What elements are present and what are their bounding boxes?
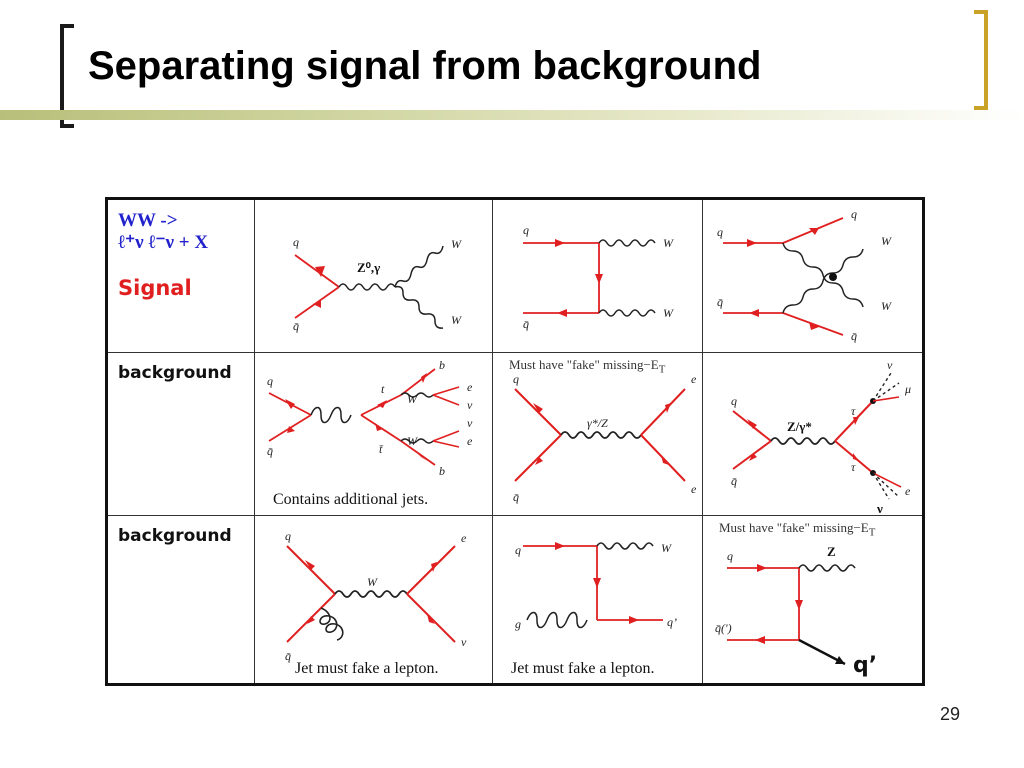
r2d3-tau1-label: τ	[851, 404, 856, 418]
r3d1-qbar-label: q̄	[285, 649, 291, 663]
diagram-z-to-tautau: q q̄ Z/γ* τ τ ν μ e ν	[731, 358, 911, 516]
r2d1-w2-label: W	[407, 434, 418, 448]
diagram-double-scattering-ww: q q q̄ q̄ W W	[717, 207, 892, 343]
r2d1-nu2-label: ν	[467, 416, 473, 430]
row3-diagram1-cell: q q̄ W e ν Jet must fake a lepton.	[255, 516, 493, 683]
diagram-qq-to-zq: q q̄(') Z q’	[715, 544, 877, 678]
row1-diagram3-cell: q q q̄ q̄ W W	[703, 200, 922, 353]
diagram-drell-yan-ee: q q̄ γ*/Z e e	[513, 372, 697, 504]
r2d2-q-label: q	[513, 372, 519, 386]
r2d3-nu-bottom-label: ν	[876, 501, 883, 516]
row3-diagram2-cell: q g W q’ Jet must fake a lepton.	[493, 516, 703, 683]
r3d3-qbar-label: q̄(')	[715, 621, 732, 635]
left-bracket-decoration	[60, 24, 74, 128]
d3-qbar-bottom-label: q̄	[851, 329, 857, 343]
d2-w2-label: W	[663, 306, 674, 320]
r2d3-q-label: q	[731, 394, 737, 408]
r3d1-e-label: e	[461, 531, 467, 545]
r2d3-nu-top-label: ν	[887, 358, 893, 372]
row2-label-cell: background	[108, 353, 255, 516]
r2d1-nu1-label: ν	[467, 398, 473, 412]
row3-background-label: background	[118, 526, 232, 546]
r3d2-qprime-label: q’	[667, 615, 677, 629]
row1-label-cell: WW -> ℓ⁺ν ℓ⁻ν + X Signal	[108, 200, 255, 353]
r3d2-q-label: q	[515, 543, 521, 557]
signal-label: Signal	[118, 276, 192, 300]
r3d1-nu-label: ν	[461, 635, 467, 649]
d2-q-label: q	[523, 223, 529, 237]
d3-q-label: q	[717, 225, 723, 239]
diagram-t-channel-ww: q q̄ W W	[523, 223, 674, 331]
d3-q-top-label: q	[851, 207, 857, 221]
r2d2-boson-label: γ*/Z	[587, 416, 608, 430]
row1-diagram2-cell: q q̄ W W	[493, 200, 703, 353]
row2-diagram3-cell: q q̄ Z/γ* τ τ ν μ e ν	[703, 353, 922, 516]
r2d2-fake-met-note: Must have "fake" missing−ET	[509, 357, 666, 376]
d1-q-label: q	[293, 235, 299, 249]
d3-qbar-label: q̄	[717, 295, 723, 309]
r3d2-g-label: g	[515, 617, 521, 631]
signal-heading-line1: WW ->	[118, 210, 178, 231]
feynman-diagram-table: WW -> ℓ⁺ν ℓ⁻ν + X Signal q q̄ Z⁰,γ W W	[105, 197, 925, 686]
diagram-w-plus-jet: q q̄ W e ν	[285, 529, 467, 663]
r3d2-caption: Jet must fake a lepton.	[511, 660, 655, 677]
r2d1-w1-label: W	[407, 392, 418, 406]
row3-label-cell: background	[108, 516, 255, 683]
r2d1-q-label: q	[267, 374, 273, 388]
r3d1-caption: Jet must fake a lepton.	[295, 660, 439, 677]
r2d2-qbar-label: q̄	[513, 490, 519, 504]
r2d3-tau2-label: τ	[851, 460, 856, 474]
d2-qbar-label: q̄	[523, 317, 529, 331]
r2d3-e-label: e	[905, 484, 911, 498]
r2d1-e2-label: e	[467, 434, 473, 448]
row2-background-label: background	[118, 363, 232, 383]
r2d1-tbar-label: t̄	[379, 442, 383, 456]
r2d2-e2-label: e	[691, 482, 697, 496]
diagram-qq-to-z-gamma-to-ww: q q̄ Z⁰,γ W W	[293, 235, 462, 333]
d3-w2-label: W	[881, 299, 892, 313]
d2-w1-label: W	[663, 236, 674, 250]
r2d1-bbar-label: b	[439, 464, 445, 478]
page-number: 29	[940, 704, 961, 724]
title-underline-bar	[0, 110, 1024, 120]
r3d3-fake-met-note: Must have "fake" missing−ET	[719, 520, 876, 539]
right-bracket-decoration	[974, 10, 988, 110]
row1-diagram1-cell: q q̄ Z⁰,γ W W	[255, 200, 493, 353]
r3d3-qprime-label: q’	[853, 653, 877, 678]
slide-title: Separating signal from background	[88, 44, 762, 88]
r3d1-boson-label: W	[367, 575, 378, 589]
r2d3-mu-label: μ	[904, 382, 911, 396]
row2-diagram1-cell: q q̄ t t̄ b b W W e ν ν e Contains addit…	[255, 353, 493, 516]
d1-boson-label: Z⁰,γ	[357, 260, 380, 275]
r3d3-q-label: q	[727, 549, 733, 563]
d3-w1-label: W	[881, 234, 892, 248]
signal-heading-line2: ℓ⁺ν ℓ⁻ν + X	[118, 232, 209, 253]
r2d1-e1-label: e	[467, 380, 473, 394]
r2d1-caption: Contains additional jets.	[273, 491, 429, 508]
r3d2-w-label: W	[661, 541, 672, 555]
r2d3-qbar-label: q̄	[731, 474, 737, 488]
row3-diagram3-cell: Must have "fake" missing−ET q q̄(') Z q’	[703, 516, 922, 683]
d1-w1-label: W	[451, 237, 462, 251]
r3d3-z-label: Z	[827, 544, 836, 559]
r2d1-t-label: t	[381, 382, 385, 396]
r2d3-boson-label: Z/γ*	[787, 419, 812, 434]
r2d1-qbar-label: q̄	[267, 444, 273, 458]
diagram-ttbar-background: q q̄ t t̄ b b W W e ν ν e	[267, 358, 473, 478]
d1-w2-label: W	[451, 313, 462, 327]
r2d1-b-label: b	[439, 358, 445, 372]
diagram-qg-to-wq: q g W q’	[515, 541, 677, 631]
r2d2-e1-label: e	[691, 372, 697, 386]
d1-qbar-label: q̄	[293, 319, 299, 333]
signal-process-heading: WW -> ℓ⁺ν ℓ⁻ν + X	[118, 210, 208, 254]
row2-diagram2-cell: Must have "fake" missing−ET q q̄ γ*/Z e …	[493, 353, 703, 516]
r3d1-q-label: q	[285, 529, 291, 543]
